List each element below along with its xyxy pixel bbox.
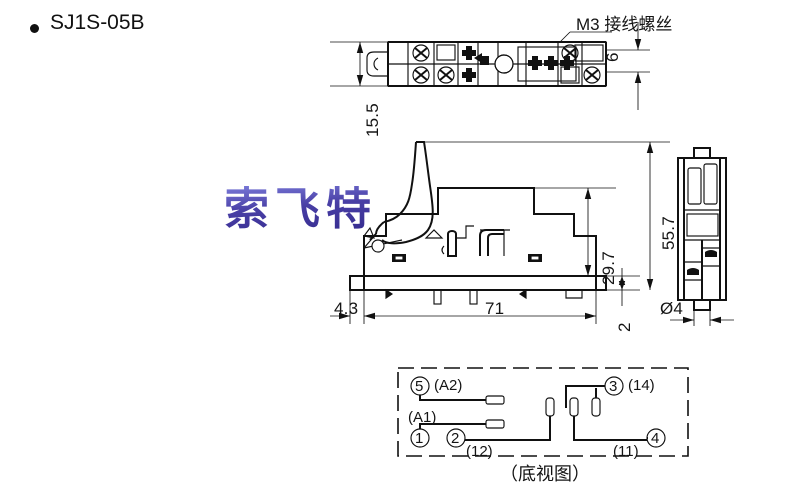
dim-body-height: 29.7	[599, 251, 618, 285]
terminal-5-number: 5	[415, 378, 424, 395]
top-plan-view	[330, 22, 650, 110]
terminal-5-alt: (A2)	[434, 377, 463, 394]
watermark: 索飞特	[224, 182, 378, 235]
dim-hole-diameter: Ø4	[660, 299, 684, 318]
terminal-2-alt: (12)	[466, 443, 493, 460]
dim-terminal-pitch: 6	[603, 52, 622, 62]
terminal-4-number: 4	[651, 430, 660, 447]
title-bullet-icon	[30, 24, 39, 33]
page-title: SJ1S-05B	[50, 11, 145, 34]
terminal-2-number: 2	[451, 430, 460, 447]
bottom-wiring-view	[397, 367, 689, 457]
terminal-4-alt: (11)	[613, 443, 639, 460]
m3-screw-callout-label: M3 接线螺丝	[576, 15, 673, 34]
terminal-1-alt: (A1)	[408, 409, 437, 426]
end-elevation-view	[670, 147, 734, 326]
side-elevation-view	[330, 141, 670, 324]
bottom-view-caption: （底视图）	[500, 464, 590, 484]
dim-base-length: 71	[485, 299, 505, 318]
terminal-3-number: 3	[609, 378, 618, 395]
dim-base-offset-left: 4.3	[334, 299, 359, 318]
terminal-1-number: 1	[415, 430, 424, 447]
terminal-3-alt: (14)	[628, 377, 655, 394]
dim-base-foot-height: 2	[615, 322, 634, 332]
